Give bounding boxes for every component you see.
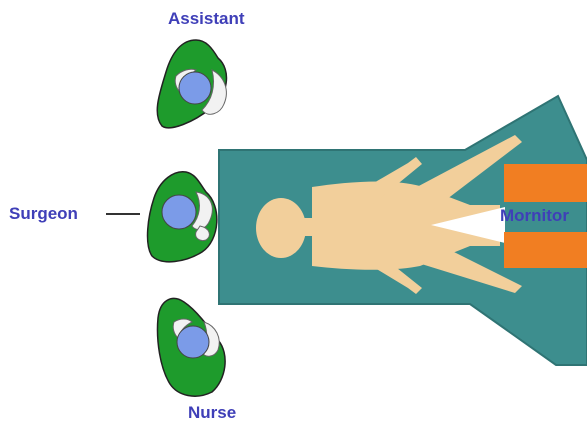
assistant-label: Assistant [168, 9, 245, 29]
monitor-bottom-block [504, 232, 587, 268]
monitor-label: Mornitor [500, 206, 569, 226]
nurse-figure-icon [158, 299, 226, 397]
nurse-label: Nurse [188, 403, 236, 423]
monitor-top-block [504, 164, 587, 202]
surgeon-label: Surgeon [9, 204, 78, 224]
surgeon-figure-icon [148, 172, 217, 262]
assistant-figure-icon [157, 40, 226, 128]
